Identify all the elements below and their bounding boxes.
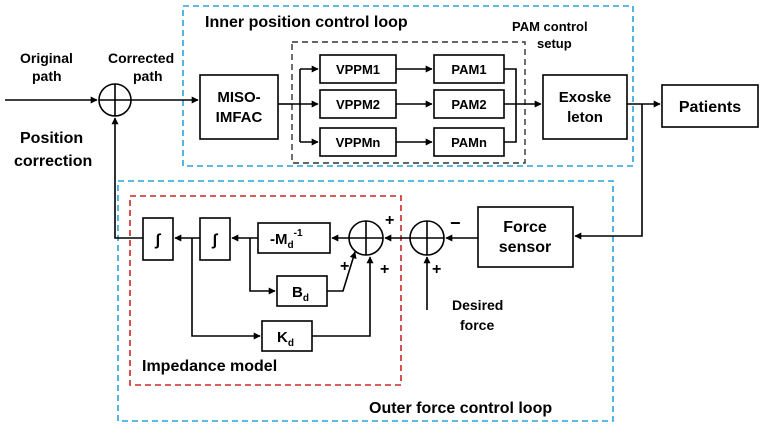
bd-label: Bd — [292, 284, 309, 304]
minus-sign: − — [450, 213, 461, 233]
pam2-label: PAM2 — [451, 97, 486, 112]
patients-block — [661, 84, 759, 128]
vppm2-label: VPPM2 — [336, 97, 380, 112]
desired-force-label-line1: Desired — [452, 297, 503, 313]
vppm1-label: VPPM1 — [336, 62, 380, 77]
bd-block — [276, 275, 328, 307]
pam-collect-bus — [504, 68, 517, 143]
outer-loop-title: Outer force control loop — [369, 400, 552, 417]
pam-setup-frame — [291, 41, 526, 164]
md-block — [257, 222, 331, 254]
position-correction-label-line1: Position — [20, 130, 83, 147]
plus-sign-4: + — [432, 261, 441, 278]
summing-junction-force — [409, 220, 445, 256]
pam-setup-label-line2: setup — [537, 36, 572, 51]
pam2-block — [433, 89, 505, 119]
position-correction-wire — [111, 117, 143, 239]
vppm2-block — [319, 89, 397, 119]
kd-to-sum-wire — [312, 256, 374, 337]
original-path-label-line1: Original — [20, 50, 73, 66]
force-sensor-block — [477, 206, 574, 268]
corrected-path-label-line2: path — [133, 68, 163, 84]
patients-to-force-sensor-wire — [574, 104, 643, 240]
plus-sign-2: + — [340, 258, 349, 275]
pam1-block — [433, 54, 505, 84]
original-path-label-line2: path — [32, 68, 62, 84]
integrator-block-outer — [142, 217, 174, 261]
summing-junction-impedance — [348, 220, 384, 256]
force-sensor-label-line1: Force — [503, 219, 547, 236]
impedance-model-title: Impedance model — [142, 358, 277, 375]
exoskeleton-label-line2: leton — [567, 109, 603, 126]
position-correction-label-line2: correction — [14, 153, 92, 170]
impedance-model-frame — [129, 195, 402, 386]
exoskeleton-label-line1: Exoske — [559, 89, 612, 106]
pamn-block — [433, 127, 505, 157]
kd-label: Kd — [277, 329, 294, 349]
kd-block — [261, 320, 313, 352]
summing-junction-main — [98, 83, 132, 117]
integrator-inner-symbol: ∫ — [211, 232, 219, 249]
vppm1-block — [319, 54, 397, 84]
corrected-path-label-line1: Corrected — [108, 50, 174, 66]
bd-to-sum-wire — [327, 251, 357, 292]
inner-loop-title: Inner position control loop — [205, 14, 408, 31]
force-sensor-label-line2: sensor — [499, 239, 551, 256]
miso-imfac-label-line1: MISO- — [217, 89, 260, 106]
vppmn-label: VPPMn — [336, 135, 381, 150]
inner-loop-frame — [182, 5, 634, 167]
miso-imfac-label-line2: IMFAC — [216, 109, 263, 126]
exoskeleton-block — [542, 74, 628, 140]
integrator-outer-symbol: ∫ — [154, 232, 162, 249]
integrator-block-inner — [199, 217, 231, 261]
miso-imfac-block — [199, 74, 279, 140]
plus-sign-1: + — [385, 212, 394, 229]
plus-sign-3: + — [380, 261, 389, 278]
desired-force-label-line2: force — [460, 317, 494, 333]
pam1-label: PAM1 — [451, 62, 486, 77]
pamn-label: PAMn — [451, 135, 487, 150]
pam-setup-label-line1: PAM control — [512, 19, 588, 34]
position-to-kd-wire — [191, 238, 261, 340]
velocity-to-bd-wire — [249, 238, 276, 295]
patients-label: Patients — [679, 99, 741, 116]
outer-loop-frame — [117, 180, 614, 422]
md-label: -Md-1 — [270, 228, 303, 251]
